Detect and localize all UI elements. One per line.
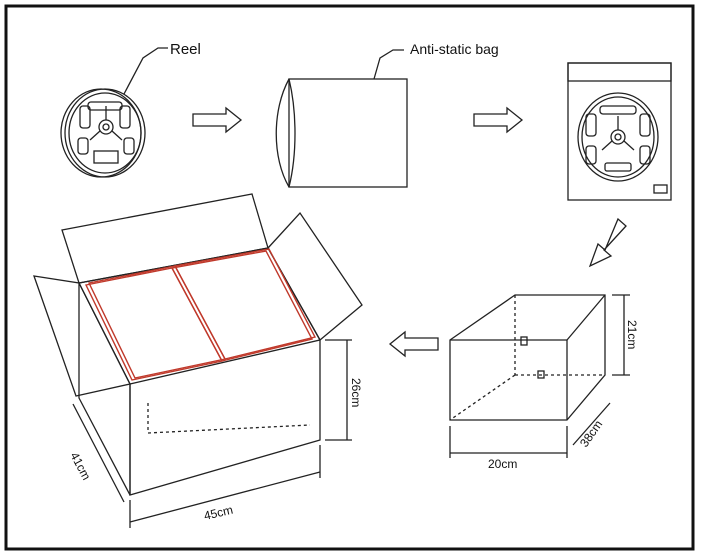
arrow-left-icon (388, 330, 439, 358)
large-carton-drawing (33, 193, 363, 528)
arrow-right-icon (473, 106, 524, 134)
arrow-down-left-icon (588, 217, 627, 268)
small-box-depth-label: 38cm (577, 418, 605, 450)
small-box-height-label: 21cm (625, 320, 639, 349)
large-box-height-label: 26cm (349, 378, 363, 407)
inner-cartons (84, 248, 317, 381)
large-box-width-label: 45cm (203, 503, 235, 523)
small-carton-drawing (449, 294, 630, 458)
bag-label: Anti-static bag (410, 41, 499, 57)
large-box-depth-label: 41cm (67, 450, 93, 482)
small-box-width-label: 20cm (488, 457, 517, 471)
reel-in-bag-drawing (567, 62, 672, 201)
arrow-right-icon (192, 106, 243, 134)
anti-static-bag-drawing (275, 49, 408, 188)
outer-frame (4, 4, 695, 551)
reel-drawing (60, 47, 168, 178)
reel-label: Reel (170, 41, 201, 58)
